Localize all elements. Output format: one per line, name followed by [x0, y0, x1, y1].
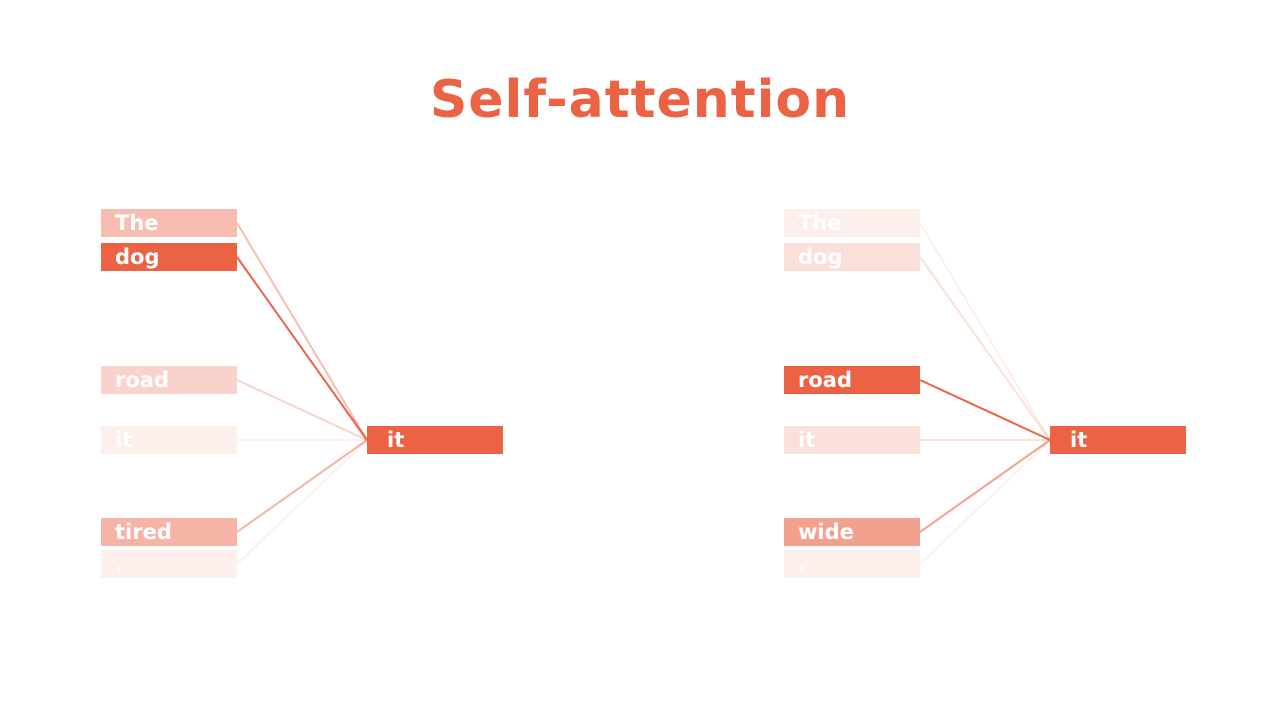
source-token-2-6: .	[784, 550, 920, 578]
attention-line-1-5	[236, 439, 368, 533]
source-token-2-5: wide	[784, 518, 920, 546]
source-token-2-1: The	[784, 209, 920, 237]
page-title: Self-attention	[429, 70, 851, 130]
source-token-1-6: .	[101, 550, 237, 578]
attention-line-1-3	[236, 379, 368, 441]
source-token-1-4: it	[101, 426, 237, 454]
attention-line-1-2	[236, 256, 368, 441]
source-token-1-5: tired	[101, 518, 237, 546]
attention-line-2-3	[919, 379, 1051, 441]
attention-line-2-1	[919, 222, 1051, 441]
source-token-2-4: it	[784, 426, 920, 454]
attention-line-1-6	[236, 439, 368, 565]
source-token-1-1: The	[101, 209, 237, 237]
attention-line-2-6	[919, 439, 1051, 565]
source-token-2-2: dog	[784, 243, 920, 271]
attention-line-2-2	[919, 256, 1051, 441]
attention-line-1-1	[236, 222, 368, 441]
source-token-1-2: dog	[101, 243, 237, 271]
query-token-1: it	[367, 426, 503, 454]
query-token-2: it	[1050, 426, 1186, 454]
attention-line-2-5	[919, 439, 1051, 533]
source-token-2-3: road	[784, 366, 920, 394]
source-token-1-3: road	[101, 366, 237, 394]
